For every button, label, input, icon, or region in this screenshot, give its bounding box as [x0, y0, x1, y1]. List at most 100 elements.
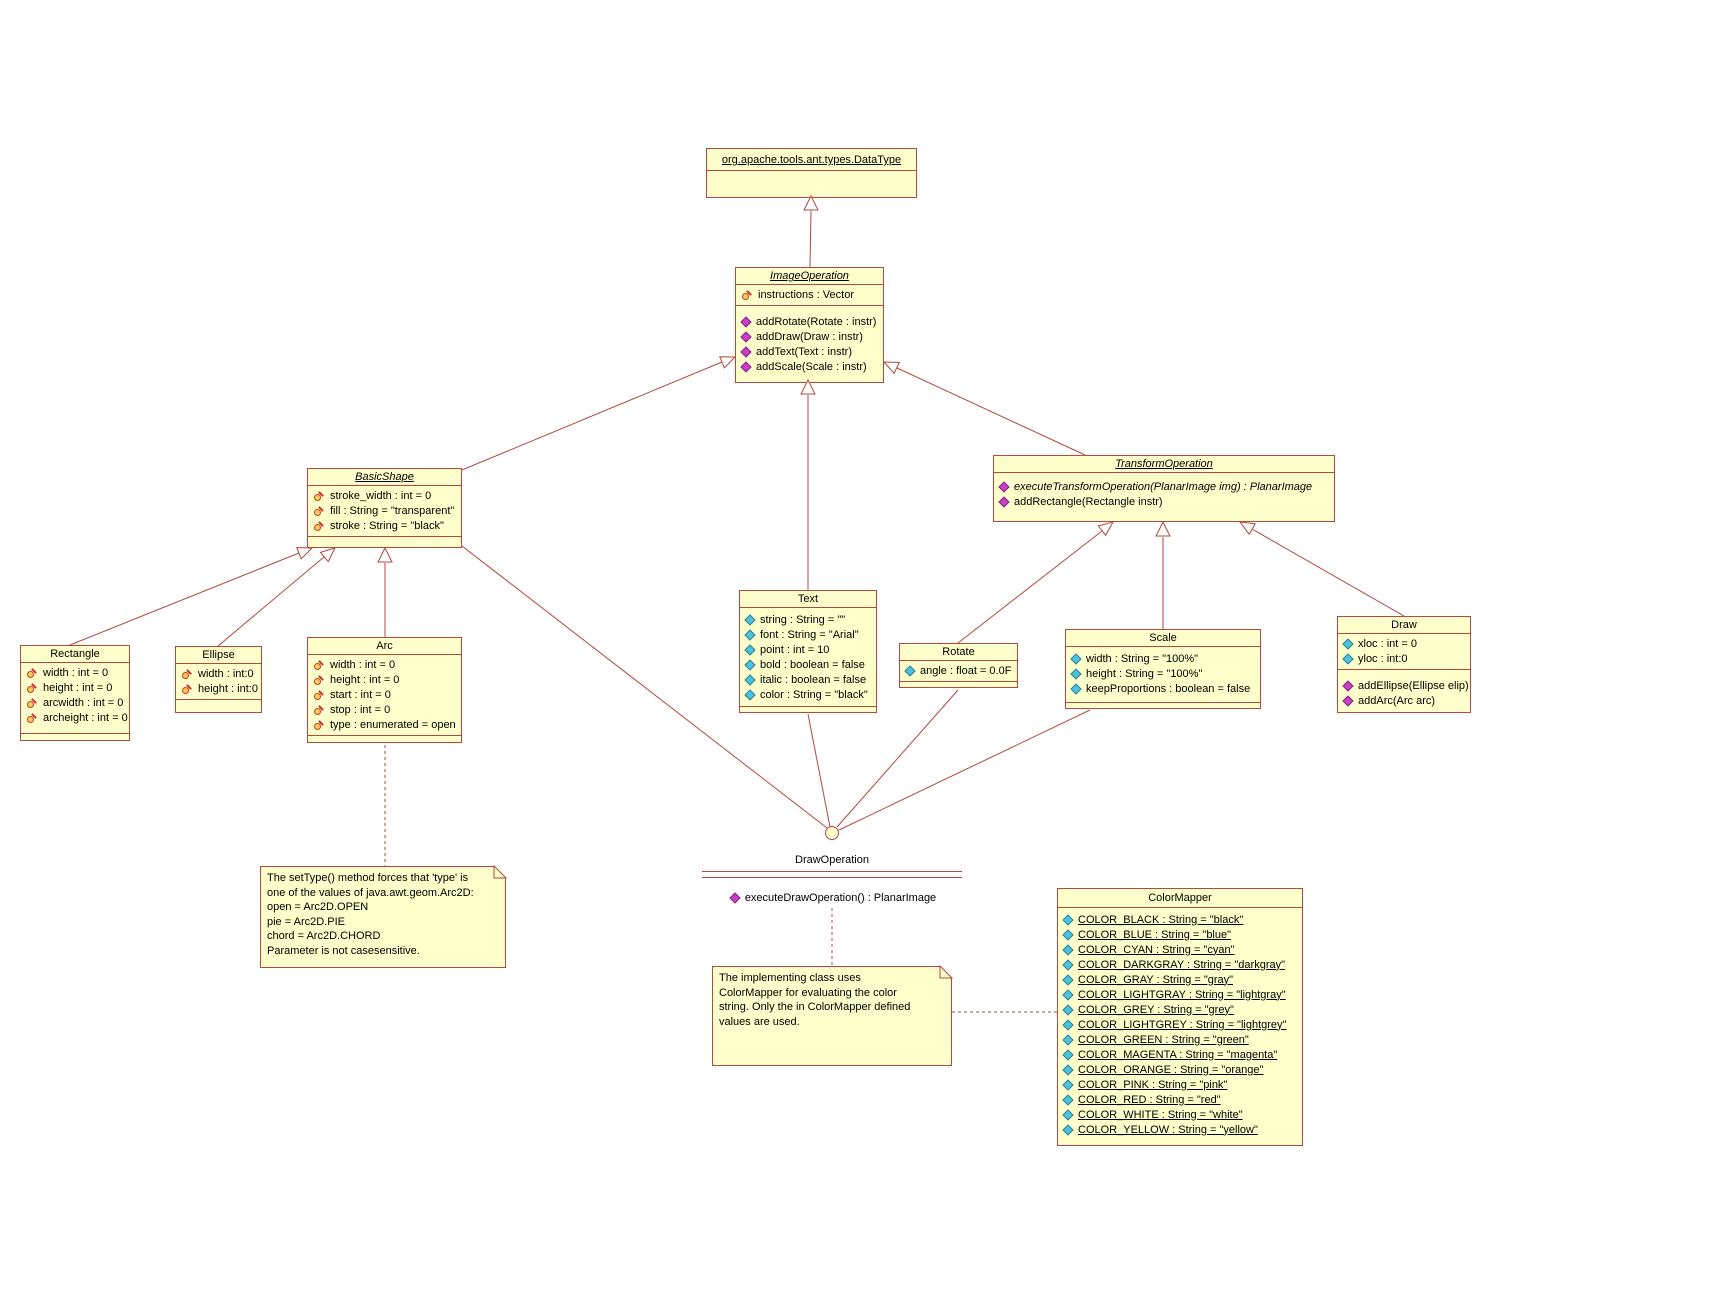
operation-icon	[998, 480, 1010, 493]
member-row: archeight : int = 0	[21, 710, 129, 725]
interface-drawoperation[interactable]: DrawOperation executeDrawOperation() : P…	[702, 826, 962, 905]
note-text-line: pie = Arc2D.PIE	[267, 915, 345, 928]
attribute-icon	[1062, 973, 1074, 986]
member-row: stop : int = 0	[308, 702, 461, 717]
member-text: COLOR_CYAN : String = "cyan"	[1078, 943, 1235, 956]
attribute-icon	[1062, 913, 1074, 926]
member-row: addRotate(Rotate : instr)	[736, 314, 883, 329]
class-colormapper[interactable]: ColorMapper COLOR_BLACK : String = "blac…	[1057, 888, 1303, 1146]
attribute-icon	[1070, 682, 1082, 695]
member-row: COLOR_DARKGRAY : String = "darkgray"	[1058, 957, 1302, 972]
note-text-line: open = Arc2D.OPEN	[267, 901, 369, 914]
protected-attribute-icon	[314, 491, 324, 501]
class-title: Draw	[1391, 619, 1417, 631]
note-text-line: ColorMapper for evaluating the color	[719, 986, 897, 999]
member-text: width : int = 0	[330, 658, 396, 671]
member-text: COLOR_YELLOW : String = "yellow"	[1078, 1123, 1258, 1136]
member-row: angle : float = 0.0F	[900, 663, 1017, 678]
note-text-line: The setType() method forces that 'type' …	[267, 872, 469, 884]
class-datatype[interactable]: org.apache.tools.ant.types.DataType	[706, 148, 917, 198]
member-row: executeTransformOperation(PlanarImage im…	[994, 479, 1334, 494]
operations-compartment: addRotate(Rotate : instr) addDraw(Draw : …	[736, 305, 883, 382]
attribute-icon	[1062, 1003, 1074, 1016]
operation-icon	[740, 345, 752, 358]
member-text: addText(Text : instr)	[756, 345, 852, 358]
attributes-compartment: width : String = "100%"height : String =…	[1066, 646, 1260, 702]
empty-compartment	[900, 681, 1017, 687]
member-text: addDraw(Draw : instr)	[756, 330, 863, 343]
attribute-icon	[744, 688, 756, 701]
member-text: height : int = 0	[43, 681, 113, 694]
member-row: stroke : String = "black"	[308, 518, 461, 533]
member-row: COLOR_ORANGE : String = "orange"	[1058, 1062, 1302, 1077]
interface-operations: executeDrawOperation() : PlanarImage	[702, 890, 962, 905]
operation-icon	[1342, 694, 1354, 707]
protected-attribute-icon	[314, 660, 324, 670]
member-text: stroke_width : int = 0	[330, 489, 432, 502]
member-row: width : int:0	[176, 666, 261, 681]
member-text: COLOR_LIGHTGRAY : String = "lightgray"	[1078, 988, 1286, 1001]
attribute-icon	[1342, 652, 1354, 665]
member-text: keepProportions : boolean = false	[1086, 682, 1251, 695]
interface-separator-line	[702, 877, 962, 878]
member-text: COLOR_GREEN : String = "green"	[1078, 1033, 1249, 1046]
member-text: COLOR_DARKGRAY : String = "darkgray"	[1078, 958, 1286, 971]
attribute-icon	[1062, 1123, 1074, 1136]
empty-compartment	[707, 170, 916, 197]
member-row: point : int = 10	[740, 642, 876, 657]
class-title: Ellipse	[202, 649, 235, 661]
class-transformoperation[interactable]: TransformOperation executeTransformOpera…	[993, 455, 1335, 522]
member-row: xloc : int = 0	[1338, 636, 1470, 651]
member-text: height : int:0	[198, 682, 258, 695]
attribute-icon	[1062, 1033, 1074, 1046]
note-text-line: The implementing class uses	[719, 972, 861, 984]
member-row: height : int = 0	[308, 672, 461, 687]
note-arc-settype[interactable]: The setType() method forces that 'type' …	[260, 866, 506, 968]
member-row: COLOR_YELLOW : String = "yellow"	[1058, 1122, 1302, 1137]
member-text: italic : boolean = false	[760, 673, 867, 686]
empty-compartment	[308, 536, 461, 547]
member-text: COLOR_WHITE : String = "white"	[1078, 1108, 1243, 1121]
member-row: width : int = 0	[308, 657, 461, 672]
class-rotate[interactable]: Rotate angle : float = 0.0F	[899, 643, 1018, 688]
class-scale[interactable]: Scale width : String = "100%"height : St…	[1065, 629, 1261, 709]
member-text: archeight : int = 0	[43, 711, 128, 724]
attribute-icon	[1062, 1018, 1074, 1031]
member-row: height : int:0	[176, 681, 261, 696]
member-row: COLOR_LIGHTGREY : String = "lightgrey"	[1058, 1017, 1302, 1032]
member-text: addArc(Arc arc)	[1358, 694, 1436, 707]
operation-icon	[740, 330, 752, 343]
class-imageoperation[interactable]: ImageOperation instructions : Vector add…	[735, 267, 884, 383]
member-row: color : String = "black"	[740, 687, 876, 702]
member-text: addRotate(Rotate : instr)	[756, 315, 877, 328]
empty-compartment	[740, 706, 876, 712]
attribute-icon	[1342, 637, 1354, 650]
member-text: executeTransformOperation(PlanarImage im…	[1014, 480, 1313, 493]
protected-attribute-icon	[314, 690, 324, 700]
member-row: COLOR_GRAY : String = "gray"	[1058, 972, 1302, 987]
protected-attribute-icon	[314, 705, 324, 715]
class-title: Rotate	[942, 646, 975, 658]
member-text: xloc : int = 0	[1358, 637, 1418, 650]
class-title: ColorMapper	[1148, 892, 1212, 904]
class-text[interactable]: Text string : String = ""font : String =…	[739, 590, 877, 713]
attribute-icon	[1062, 1078, 1074, 1091]
member-text: addScale(Scale : instr)	[756, 360, 867, 373]
member-text: fill : String = "transparent"	[330, 504, 455, 517]
attribute-icon	[1062, 1063, 1074, 1076]
attribute-icon	[1062, 988, 1074, 1001]
operation-icon	[740, 360, 752, 373]
member-row: height : String = "100%"	[1066, 666, 1260, 681]
member-row: executeDrawOperation() : PlanarImage	[702, 890, 962, 905]
note-text-line: chord = Arc2D.CHORD	[267, 930, 381, 943]
member-row: COLOR_BLACK : String = "black"	[1058, 912, 1302, 927]
protected-attribute-icon	[27, 713, 37, 723]
